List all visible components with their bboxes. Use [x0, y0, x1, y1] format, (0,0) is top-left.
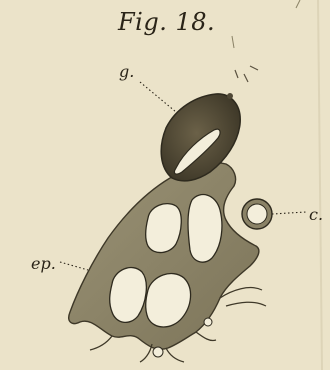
c-cell-lumen — [247, 204, 267, 224]
label-g: g. — [119, 62, 134, 81]
figure-title: Fig. 18. — [118, 8, 215, 36]
cavity-upper-left — [146, 204, 182, 253]
label-ep: ep. — [31, 254, 56, 273]
g-knob — [227, 93, 233, 99]
basal-bubble — [153, 347, 163, 357]
basal-bubble — [204, 318, 212, 326]
label-c: c. — [309, 205, 323, 224]
